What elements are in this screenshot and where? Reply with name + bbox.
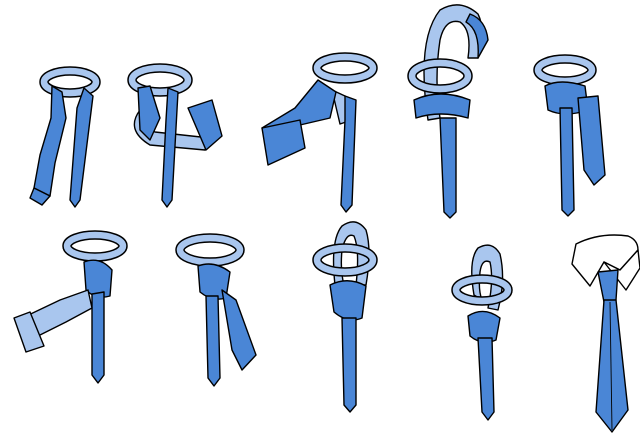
step-3-figure (262, 57, 373, 212)
step-1-figure (30, 71, 96, 207)
step-6-figure (14, 235, 123, 383)
step-8-figure (317, 222, 373, 412)
step-7-figure (180, 238, 256, 386)
step-2-figure (132, 68, 222, 207)
step-10-figure (572, 235, 640, 432)
step-9-figure (456, 245, 508, 420)
step-5-figure (538, 59, 605, 216)
step-4-figure (412, 5, 488, 218)
